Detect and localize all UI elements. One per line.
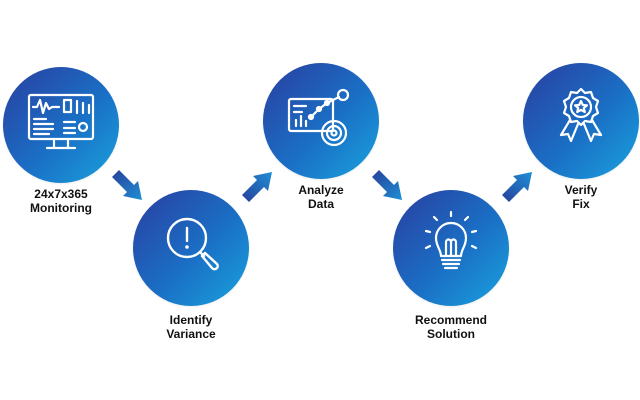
step-monitoring-circle xyxy=(3,67,119,183)
step-variance-label: Identify Variance xyxy=(121,313,261,341)
step-variance-line2: Variance xyxy=(166,327,216,341)
step-recommend-line2: Solution xyxy=(427,327,475,341)
step-monitoring-line1: 24x7x365 xyxy=(34,187,88,201)
magnifier-alert-icon xyxy=(166,217,219,271)
monitor-dashboard-icon xyxy=(27,93,95,150)
arrow-up-right-1 xyxy=(238,166,278,206)
step-analyze-line1: Analyze xyxy=(298,183,344,197)
step-recommend-line1: Recommend xyxy=(414,313,488,327)
arrow-down-right-1 xyxy=(108,166,148,206)
lightbulb-icon xyxy=(424,210,478,270)
step-analyze-line2: Data xyxy=(307,197,334,211)
step-variance-line1: Identify xyxy=(169,313,213,327)
step-verify-label: Verify Fix xyxy=(511,183,640,211)
step-monitoring-line2: Monitoring xyxy=(30,201,92,215)
award-ribbon-icon xyxy=(559,87,603,143)
step-variance-circle xyxy=(133,190,249,306)
step-recommend-circle xyxy=(393,190,509,306)
arrow-up-right-2 xyxy=(498,166,538,206)
arrow-down-right-2 xyxy=(368,166,408,206)
step-monitoring-label: 24x7x365 Monitoring xyxy=(0,187,131,215)
step-analyze-label: Analyze Data xyxy=(251,183,391,211)
step-recommend-label: Recommend Solution xyxy=(381,313,521,341)
step-analyze-circle xyxy=(263,63,379,179)
step-verify-circle xyxy=(523,63,639,179)
step-verify-line1: Verify xyxy=(564,183,598,197)
analytics-chart-icon xyxy=(287,88,350,147)
step-verify-line2: Fix xyxy=(572,197,590,211)
